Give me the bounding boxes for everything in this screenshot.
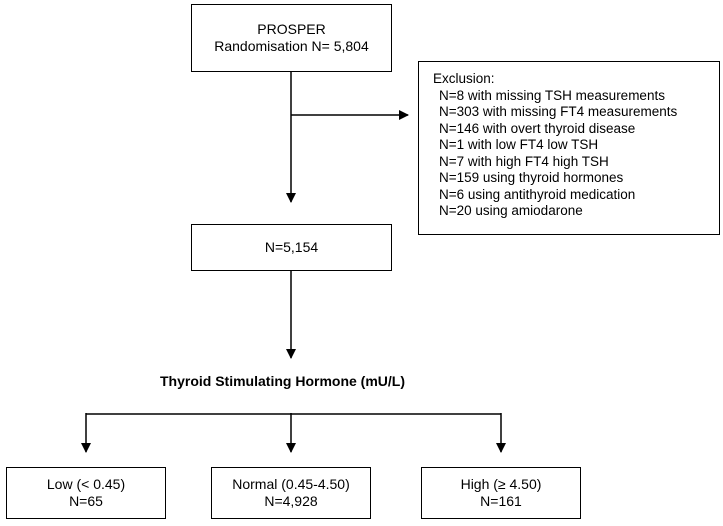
randomisation-count: Randomisation N= 5,804 [214, 38, 369, 54]
exclusion-item: N=159 using thyroid hormones [439, 170, 624, 185]
exclusion-list: N=8 with missing TSH measurements N=303 … [433, 88, 719, 220]
group-normal-label: Normal (0.45-4.50) [232, 476, 350, 492]
eligible-box: N=5,154 [191, 224, 392, 271]
group-high-label: High (≥ 4.50) [460, 476, 542, 492]
exclusion-item: N=7 with high FT4 high TSH [439, 153, 609, 169]
branch-heading: Thyroid Stimulating Hormone (mU/L) [160, 373, 405, 389]
group-low-label: Low (< 0.45) [46, 476, 126, 492]
eligible-count: N=5,154 [264, 239, 319, 255]
group-high-box: High (≥ 4.50) N=161 [421, 467, 581, 519]
randomisation-title: PROSPER [257, 21, 326, 37]
exclusion-item: N=6 using antithyroid medication [439, 186, 636, 202]
group-normal-box: Normal (0.45-4.50) N=4,928 [211, 467, 371, 519]
exclusion-item: N=146 with overt thyroid disease [439, 120, 636, 136]
group-high-count: N=161 [480, 493, 522, 509]
exclusion-item: N=8 with missing TSH measurements [439, 87, 665, 103]
group-low-box: Low (< 0.45) N=65 [6, 467, 166, 519]
exclusion-title: Exclusion: [433, 71, 495, 86]
exclusion-item: N=303 with missing FT4 measurements [439, 104, 678, 119]
group-normal-count: N=4,928 [264, 493, 318, 509]
exclusion-box: Exclusion: N=8 with missing TSH measurem… [418, 61, 720, 235]
randomisation-box: PROSPER Randomisation N= 5,804 [191, 4, 392, 72]
exclusion-item: N=20 using amiodarone [439, 203, 583, 218]
exclusion-item: N=1 with low FT4 low TSH [439, 137, 599, 152]
group-low-count: N=65 [69, 493, 103, 509]
